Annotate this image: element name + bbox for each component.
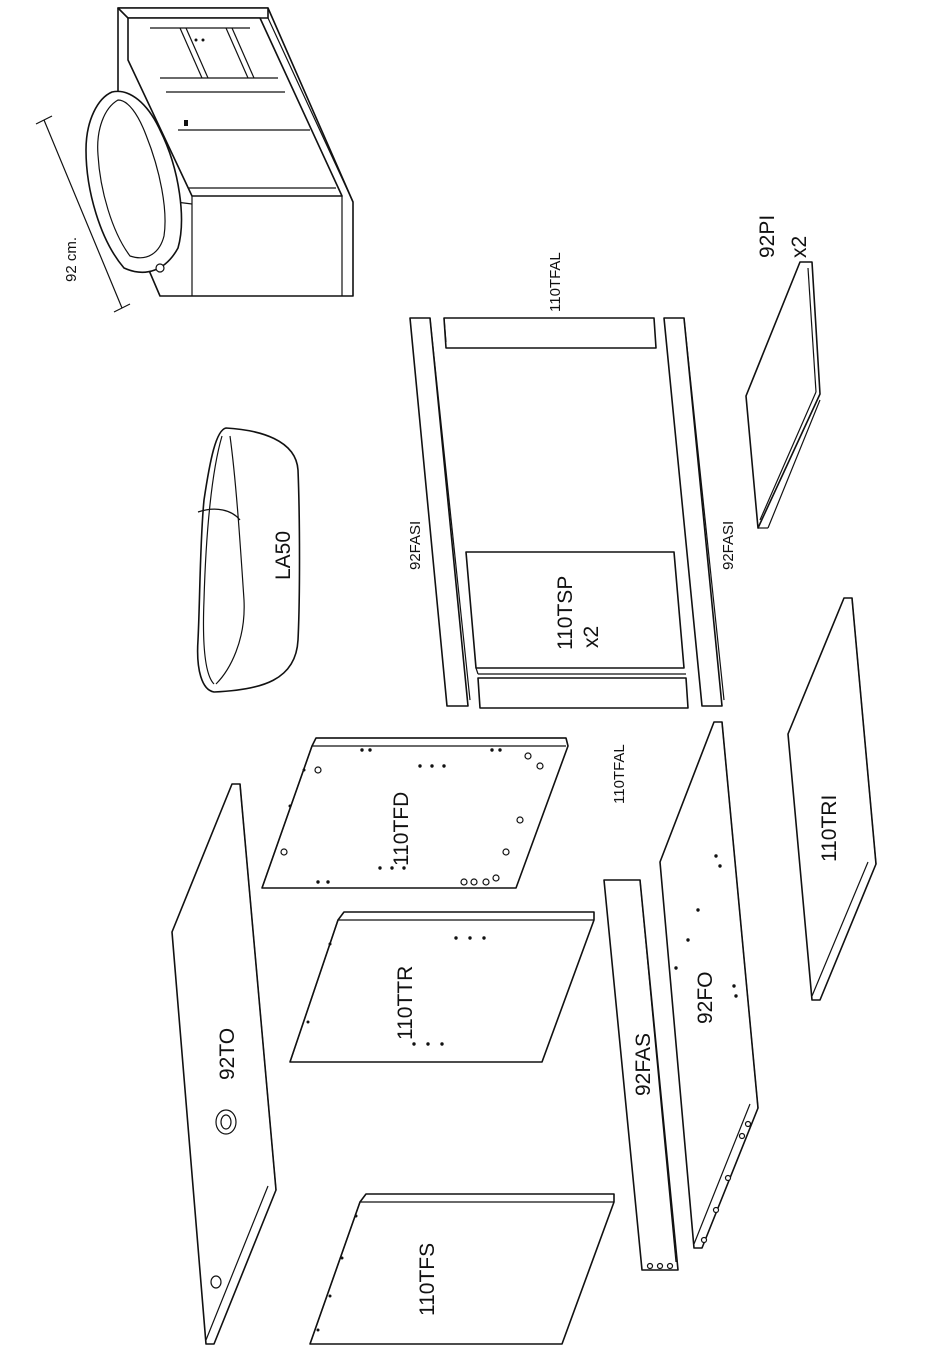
part-label-rail-short-lower: 110TFAL xyxy=(611,744,628,804)
side-panel-110tfs xyxy=(310,1194,614,1344)
part-label-inner-shelf-qty: x2 xyxy=(788,236,811,258)
rail-110tfal-lower xyxy=(478,678,688,708)
side-panel-110tfd xyxy=(262,738,568,888)
part-label-top: 92TO xyxy=(216,1028,239,1080)
part-label-bottom: 92FO xyxy=(694,971,717,1024)
inner-shelf-92pi xyxy=(746,262,820,528)
part-label-inner-shelf: 92PI xyxy=(756,215,779,258)
part-label-side-right: 110TFD xyxy=(390,792,413,866)
part-label-rail-short-upper: 110TFAL xyxy=(547,252,564,312)
rail-92fasi-left xyxy=(410,318,470,706)
part-label-side-left: 110TFS xyxy=(416,1243,439,1316)
rail-110tfal-upper xyxy=(444,318,656,348)
part-label-front-rail: 92FAS xyxy=(632,1033,655,1096)
dimension-label: 92 cm. xyxy=(63,237,80,282)
part-label-back: 110TTR xyxy=(394,966,417,1040)
back-panel-110ttr xyxy=(290,912,594,1062)
part-label-rail-top-left: 92FASI xyxy=(407,521,424,570)
part-label-shelf-support: 110TSP xyxy=(554,576,577,650)
part-label-basin: LA50 xyxy=(272,531,295,580)
assembled-cabinet xyxy=(36,8,353,312)
part-label-inner-panel: 110TRI xyxy=(818,795,841,862)
part-label-rail-top-right: 92FASI xyxy=(720,521,737,570)
part-label-shelf-support-qty: x2 xyxy=(580,626,603,648)
